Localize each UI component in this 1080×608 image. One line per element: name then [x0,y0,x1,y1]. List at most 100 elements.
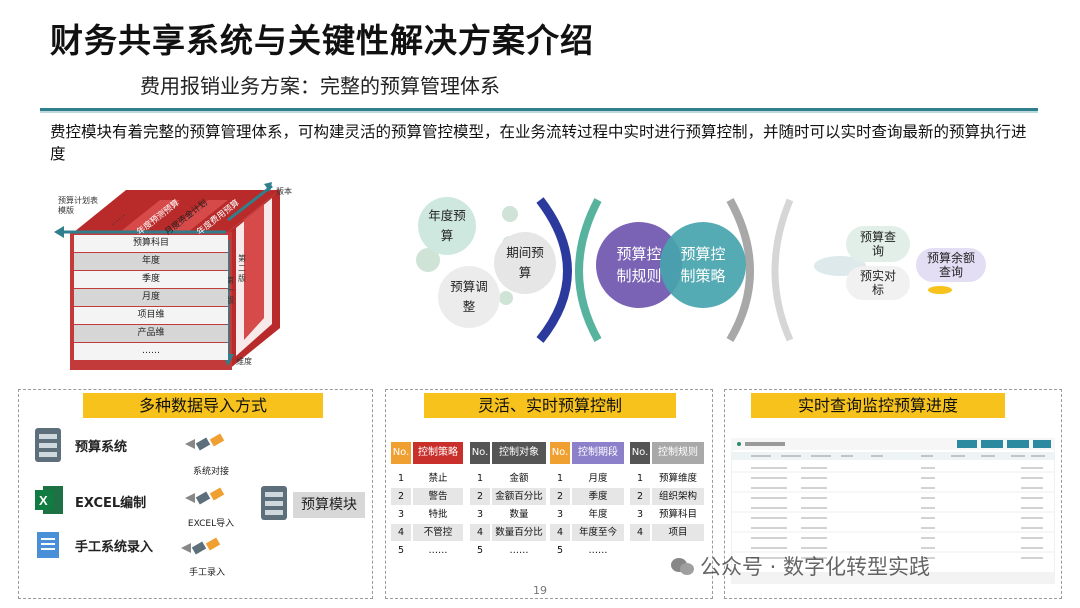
row-number: 2 [550,488,570,505]
divider [40,108,1038,111]
page-subtitle: 费用报销业务方案：完整的预算管理体系 [140,74,500,98]
column-header: 控制规则 [652,442,704,464]
table-cell: …… [509,545,529,556]
column-header: 控制对象 [492,442,546,464]
row-number: 2 [470,488,490,505]
import-section: 多种数据导入方式 预算系统 X EXCEL编制 手工系统录入 系统对接 EXCE… [18,389,373,599]
query-section-header: 实时查询监控预算进度 [751,393,1005,418]
table-cell: 预算维度 [658,473,697,484]
table-cell: 年度至今 [572,524,624,541]
row-number: 5 [397,545,405,556]
budget-query-screenshot [731,438,1055,584]
period-budget-text: 期间预算 [506,245,544,280]
budget-module-box: 预算模块 [293,492,365,518]
control-section: 灵活、实时预算控制 No. 控制策略 No. 控制对象 No. 控制期段 No.… [385,389,713,599]
row-number: 3 [556,509,564,520]
realtime-compare-bubble: 预实对标 [846,266,910,300]
excel-icon: X [35,486,63,514]
plug-icon [185,487,225,505]
control-strategy-circle: 预算控制策略 [660,222,746,308]
plug-icon [181,537,221,555]
no-header: No. [630,442,650,464]
plug-icon [185,433,225,451]
balance-query-bubble: 预算余额查询 [916,248,986,282]
table-cell: 金额 [509,473,529,484]
row-number: 4 [391,524,411,541]
budget-adjust-text: 预算调整 [450,279,488,314]
import-action-label: 手工录入 [188,568,225,578]
table-cell: 预算科目 [658,509,697,520]
control-strategy-text: 预算控制策略 [680,245,726,285]
row-number: 1 [476,473,484,484]
cube-row: 年度 [74,253,228,270]
cube-row: 预算科目 [74,235,228,252]
row-number: 4 [550,524,570,541]
table-cell: …… [588,545,608,556]
row-number: 1 [556,473,564,484]
table-cell: 特批 [428,509,448,520]
table-cell: 数量百分比 [492,524,546,541]
row-number: 2 [391,488,411,505]
row-number: 4 [630,524,650,541]
page-number: 19 [533,584,547,597]
version-label: 版本 [276,187,292,196]
no-header: No. [550,442,570,464]
watermark: 公众号 · 数字化转型实践 [700,555,931,579]
annual-budget-text: 年度预算 [428,208,466,243]
table-cell: …… [428,545,448,556]
import-source-label: 手工系统录入 [75,540,154,555]
row-number: 1 [397,473,405,484]
row-number: 4 [470,524,490,541]
column-header: 控制期段 [572,442,624,464]
table-cell: 月度 [588,473,608,484]
no-header: No. [391,442,411,464]
realtime-compare-text: 预实对标 [859,269,896,297]
budget-query-text: 预算查询 [859,230,896,258]
table-cell: 项目 [652,524,704,541]
table-cell: 警告 [413,488,463,505]
cube-row: 季度 [74,271,228,288]
control-section-header: 灵活、实时预算控制 [424,393,676,418]
row-number: 5 [556,545,564,556]
cube-side-label: 第一版 [226,276,234,305]
budget-cube: 预算计划表模版 版本 维度 …… 年度预测预算 月度资金计划 年度费用预算 第二… [50,180,310,370]
database-icon [35,428,61,462]
divider-shadow [40,111,1038,113]
import-section-header: 多种数据导入方式 [83,393,323,418]
import-source-label: 预算系统 [75,440,128,455]
table-cell: 禁止 [428,473,448,484]
import-action-label: 系统对接 [192,467,229,477]
row-number: 3 [476,509,484,520]
row-number: 5 [476,545,484,556]
row-number: 3 [636,509,644,520]
cube-row: …… [74,343,228,360]
table-cell: 数量 [509,509,529,520]
query-section: 实时查询监控预算进度 [724,389,1062,599]
cube-row: 产品维 [74,325,228,342]
budget-flow-graphic [416,197,952,343]
import-action-label: EXCEL导入 [187,519,235,529]
row-number: 3 [397,509,405,520]
description: 费控模块有着完整的预算管理体系，可构建灵活的预算管控模型，在业务流转过程中实时进… [50,123,1027,163]
annual-budget-bubble: 年度预算 [418,197,476,255]
row-number: 1 [636,473,644,484]
dimension-label: 维度 [236,357,252,366]
import-source-label: EXCEL编制 [75,496,147,511]
svg-text:X: X [39,493,48,508]
database-icon [261,486,287,520]
plan-template-label: 预算计划表模版 [58,196,98,215]
budget-adjust-bubble: 预算调整 [438,266,500,328]
table-cell: 年度 [588,509,608,520]
cube-row: 月度 [74,289,228,306]
table-cell: 组织架构 [652,488,704,505]
period-budget-bubble: 期间预算 [494,232,556,294]
table-cell: 不管控 [413,524,463,541]
table-cell: 季度 [572,488,624,505]
table-cell: 金额百分比 [492,488,546,505]
document-icon [37,532,59,558]
no-header: No. [470,442,490,464]
row-number: 2 [630,488,650,505]
control-rules-text: 预算控制规则 [616,245,662,285]
budget-query-bubble: 预算查询 [846,226,910,262]
page-title: 财务共享系统与关键性解决方案介绍 [50,21,594,60]
